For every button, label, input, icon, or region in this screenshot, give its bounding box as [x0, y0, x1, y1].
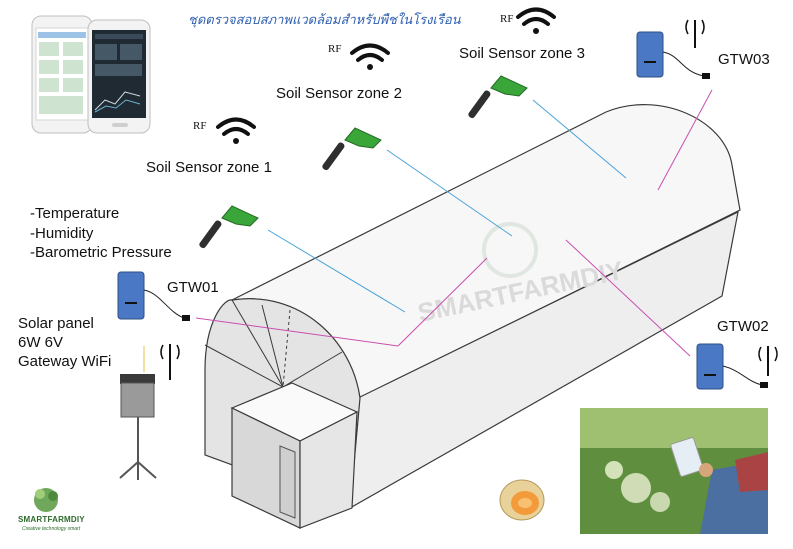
gateway-gtw02-label: GTW02 — [717, 318, 769, 335]
logo-tagline: Creative technology smart — [22, 526, 81, 532]
smartfarmdiy-logo — [34, 488, 58, 512]
gateway-gtw02 — [696, 343, 778, 390]
soil-sensor-zone1-label: Soil Sensor zone 1 — [146, 159, 272, 176]
soil-sensor-zone3-label: Soil Sensor zone 3 — [459, 45, 585, 62]
rf-label: RF — [193, 120, 207, 132]
measurement-item: -Temperature — [30, 205, 120, 222]
soil-sensor-zone2 — [322, 127, 382, 171]
wifi-icon — [216, 117, 256, 144]
rf-label: RF — [328, 43, 342, 55]
rf-label: RF — [500, 13, 514, 25]
wifi-icon — [516, 7, 556, 34]
measurement-item: -Humidity — [30, 224, 94, 242]
logo-name: SMARTFARMDIY — [18, 515, 85, 524]
gateway-gtw01 — [117, 271, 190, 321]
gateway-gtw01-label: GTW01 — [167, 279, 219, 296]
farmer-photo — [580, 408, 768, 534]
soil-sensor-zone3 — [468, 75, 528, 119]
gateway-gtw03-label: GTW03 — [718, 51, 770, 68]
solar-gateway-box — [119, 344, 180, 480]
solar-info: Solar panel 6W 6V Gateway WiFi — [18, 314, 111, 371]
solar-line: 6W 6V — [18, 334, 64, 351]
melon-image — [499, 479, 545, 521]
smartphones-image — [31, 15, 151, 134]
solar-line: Solar panel — [18, 315, 94, 332]
watermark-logo — [482, 222, 538, 278]
diagram-title: ชุดตรวจสอบสภาพแวดล้อมสำหรับพืชในโรงเรือน — [188, 12, 461, 27]
connection-lines — [143, 89, 713, 372]
wifi-icon — [350, 43, 390, 70]
solar-line: Gateway WiFi — [18, 353, 112, 370]
gateway-gtw03 — [636, 19, 710, 79]
greenhouse-tunnel — [204, 104, 741, 529]
soil-sensor-zone2-label: Soil Sensor zone 2 — [276, 85, 402, 102]
measurement-list: -Temperature -Humidity -Barometric Press… — [30, 204, 172, 263]
measurement-item: -Barometric Pressure — [30, 244, 172, 261]
soil-sensor-zone1 — [199, 205, 259, 249]
